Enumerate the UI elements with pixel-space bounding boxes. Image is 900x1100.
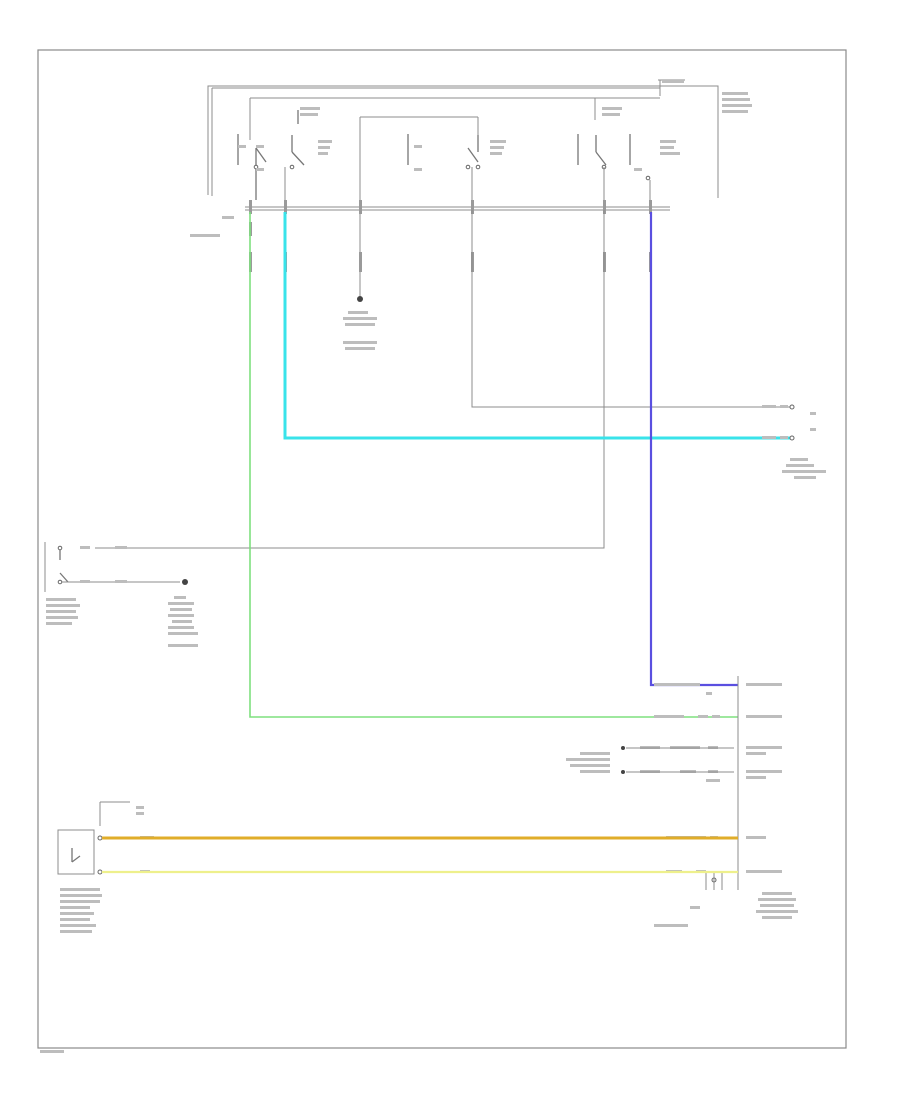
- relay-3-symbol: [577, 134, 651, 205]
- cyan-wire: [283, 212, 790, 440]
- gray-wire-to-left-switch: [95, 210, 605, 549]
- left-switch-component: [44, 542, 198, 647]
- diagram-frame: [37, 49, 847, 1049]
- relay-label-blocks: [190, 80, 752, 237]
- inline-connectors: [249, 200, 652, 272]
- gray-wire-to-right-upper: [471, 210, 790, 408]
- right-lower-module: [566, 676, 798, 927]
- ground-branch: [343, 210, 377, 350]
- bottom-left-sensor: [57, 801, 154, 933]
- right-upper-connector: [762, 404, 826, 479]
- relay-2-symbol: [407, 134, 481, 205]
- relay-1-symbol: [237, 110, 305, 205]
- underhood-fuse-relay-block: [190, 79, 752, 237]
- footer-mark: [40, 1050, 64, 1053]
- green-wire: [249, 212, 738, 718]
- blue-wire: [649, 212, 738, 687]
